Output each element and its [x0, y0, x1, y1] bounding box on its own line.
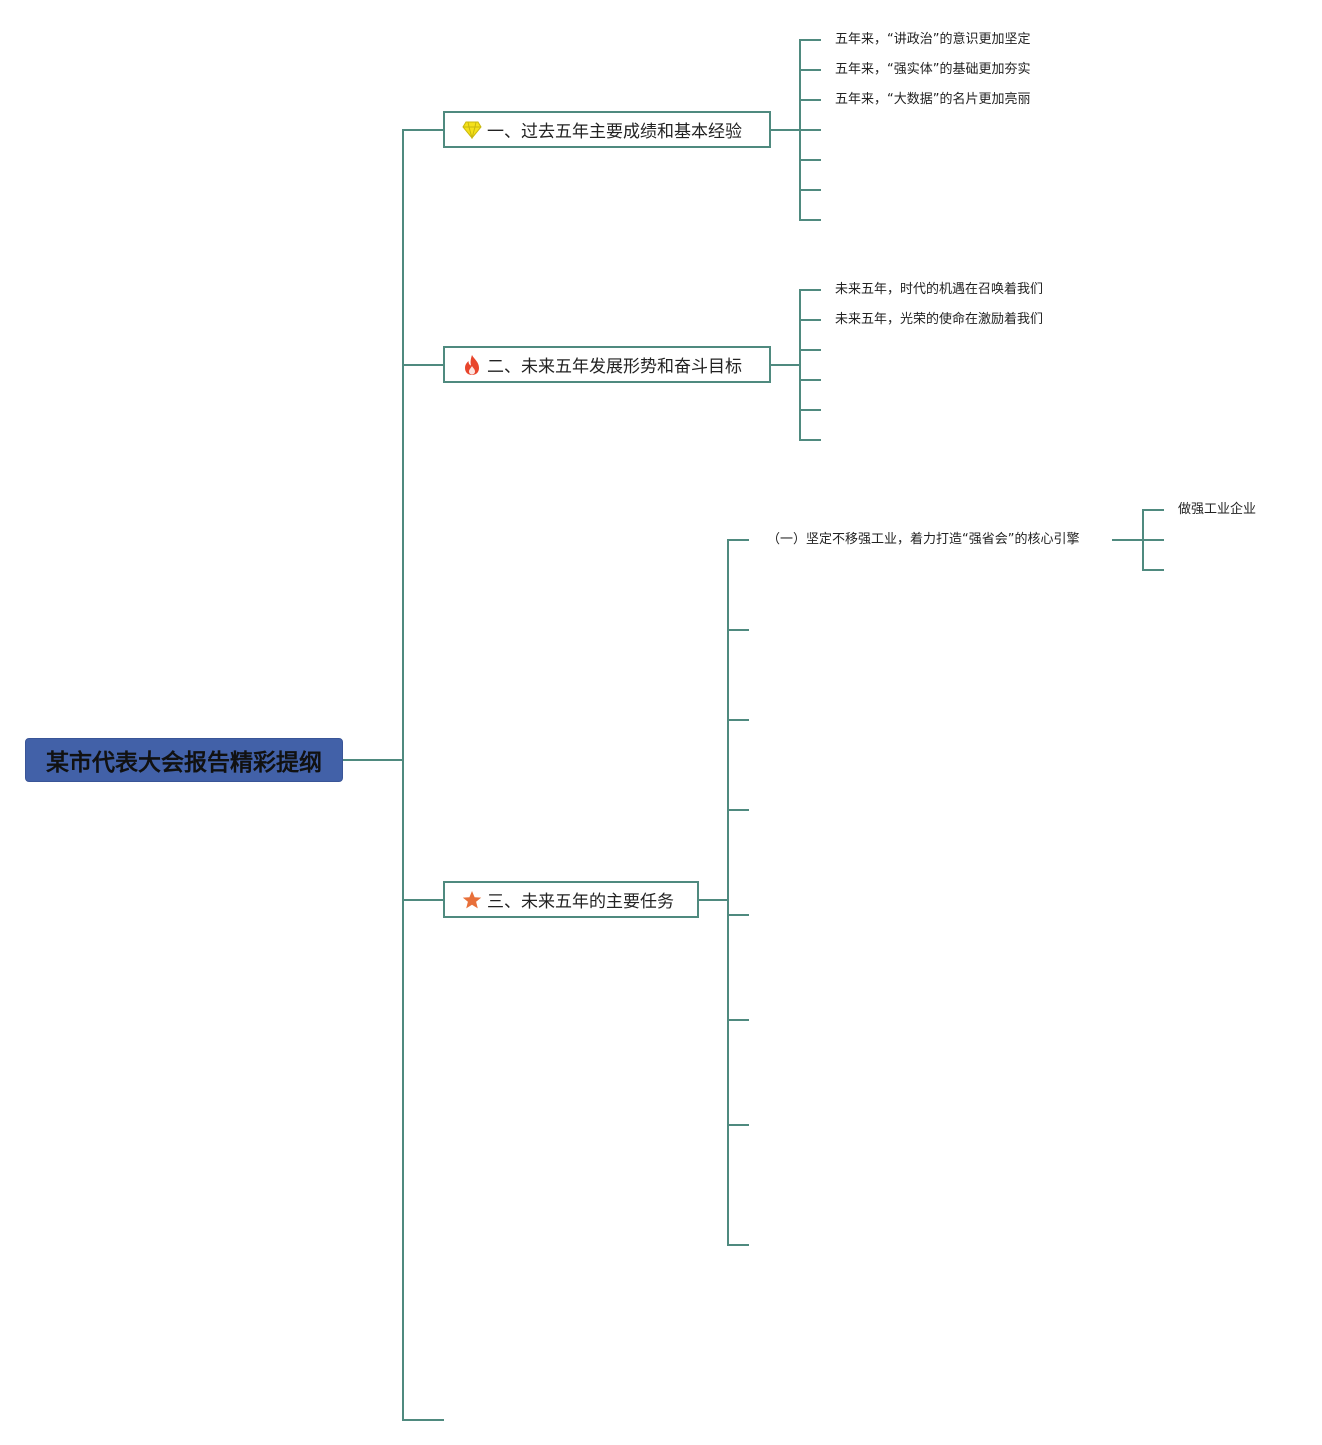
subtopic-item[interactable]: 做强工业企业 [1178, 502, 1257, 517]
branch-topic-label: 二、未来五年发展形势和奋斗目标 [487, 357, 742, 377]
subtopic-item[interactable]: 五年来，“强实体”的基础更加夯实 [835, 62, 1031, 77]
subtopic-item[interactable]: 五年来，“讲政治”的意识更加坚定 [835, 32, 1031, 47]
root-topic-label: 某市代表大会报告精彩提纲 [46, 750, 322, 776]
fire-icon [461, 354, 483, 376]
branch-topic-label: 三、未来五年的主要任务 [487, 892, 674, 912]
subtopic-item[interactable]: 五年来，“大数据”的名片更加亮丽 [835, 92, 1031, 107]
subtopic-item[interactable]: 未来五年，光荣的使命在激励着我们 [835, 312, 1044, 327]
branch-topic-tasks[interactable]: 三、未来五年的主要任务 [443, 881, 699, 918]
branch-topic-goals[interactable]: 二、未来五年发展形势和奋斗目标 [443, 346, 771, 383]
root-topic[interactable]: 某市代表大会报告精彩提纲 [25, 738, 343, 782]
branch-topic-achievements[interactable]: 一、过去五年主要成绩和基本经验 [443, 111, 771, 148]
branch-topic-label: 一、过去五年主要成绩和基本经验 [487, 122, 742, 142]
diamond-icon [461, 119, 483, 141]
star-icon [461, 889, 483, 911]
subtopic-item[interactable]: （一）坚定不移强工业，着力打造“强省会”的核心引擎 [767, 532, 1080, 547]
subtopic-item[interactable]: 未来五年，时代的机遇在召唤着我们 [835, 282, 1044, 297]
